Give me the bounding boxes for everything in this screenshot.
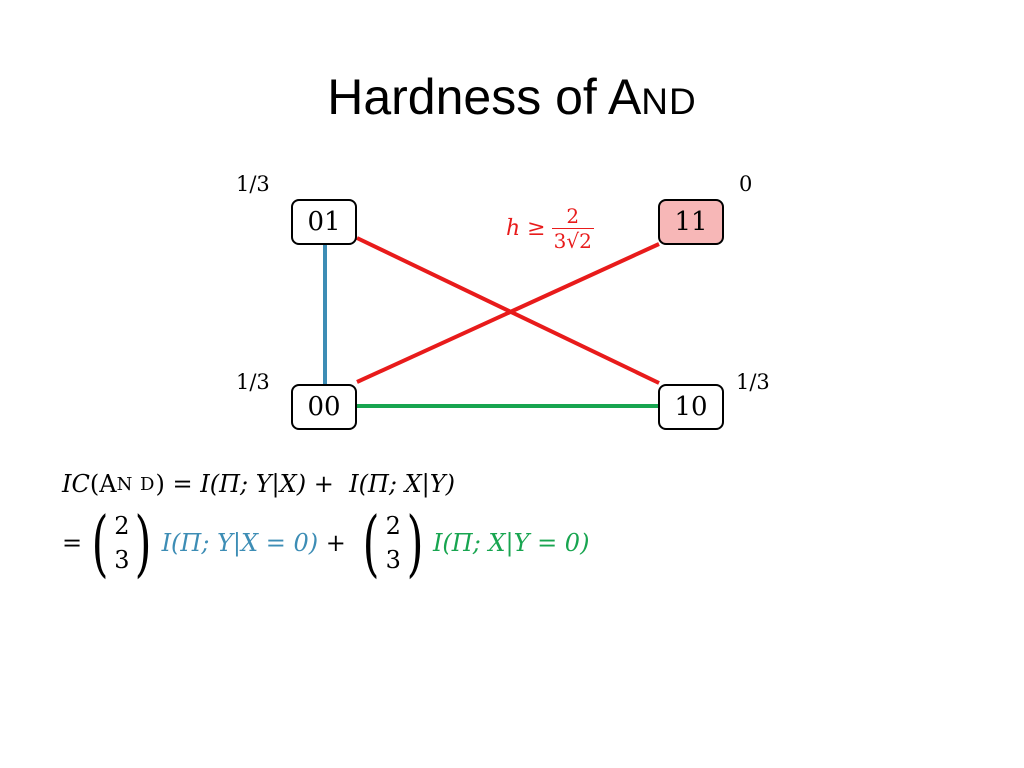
ic-symbol: IC xyxy=(62,470,90,498)
blue-term: I(Π; Y|X = 0) xyxy=(161,529,319,557)
left-paren-2: ( xyxy=(363,501,380,585)
coef-2-stack: 2 3 xyxy=(386,509,401,577)
plus-1: + xyxy=(306,470,350,498)
prob-00: 1/3 xyxy=(236,370,270,394)
slide-title: Hardness of AND xyxy=(0,62,1024,137)
equals-1: = xyxy=(164,470,201,498)
prob-11: 0 xyxy=(739,172,753,196)
plus-2: + xyxy=(318,529,354,557)
edge-weight-lhs: h ≥ xyxy=(506,216,546,241)
coef-2-num: 2 xyxy=(385,512,401,540)
coefficient-1: ( 2 3 ) xyxy=(86,507,157,579)
prob-10: 1/3 xyxy=(736,370,770,394)
node-01: 01 xyxy=(291,199,357,245)
equals-2: = xyxy=(62,529,83,557)
right-paren-2: ) xyxy=(406,501,424,585)
title-smallcaps: ND xyxy=(641,81,697,122)
edge-weight-fraction: 2 3√2 xyxy=(551,204,594,253)
green-term: I(Π; X|Y = 0) xyxy=(432,529,590,557)
node-00: 00 xyxy=(291,384,357,430)
paren-open: ( xyxy=(89,470,100,498)
term-1: I(Π; Y|X) xyxy=(200,470,307,498)
coef-1-den: 3 xyxy=(114,546,130,574)
coef-2-den: 3 xyxy=(385,546,401,574)
left-paren-1: ( xyxy=(91,501,109,585)
edge-01-10 xyxy=(356,236,660,385)
right-paren-1: ) xyxy=(135,501,152,585)
paren-close: ) xyxy=(155,470,165,498)
edge-00-11 xyxy=(356,242,660,384)
edge-weight-num: 2 xyxy=(566,204,580,228)
formula-line-2: = ( 2 3 ) I(Π; Y|X = 0) + ( 2 3 ) I(Π; X… xyxy=(62,507,589,579)
coefficient-2: ( 2 3 ) xyxy=(357,507,428,579)
node-11: 11 xyxy=(658,199,724,245)
prob-01: 1/3 xyxy=(236,172,270,196)
coef-1-stack: 2 3 xyxy=(114,509,129,577)
coef-1-num: 2 xyxy=(114,512,130,540)
edge-weight-den: 3√2 xyxy=(551,228,594,253)
title-text: Hardness of A xyxy=(327,69,642,125)
node-10: 10 xyxy=(658,384,724,430)
edge-weight-label: h ≥ 2 3√2 xyxy=(506,204,594,253)
and-small: N D xyxy=(116,473,156,495)
and-big: A xyxy=(99,470,117,498)
term-2: I(Π; X|Y) xyxy=(349,470,455,498)
